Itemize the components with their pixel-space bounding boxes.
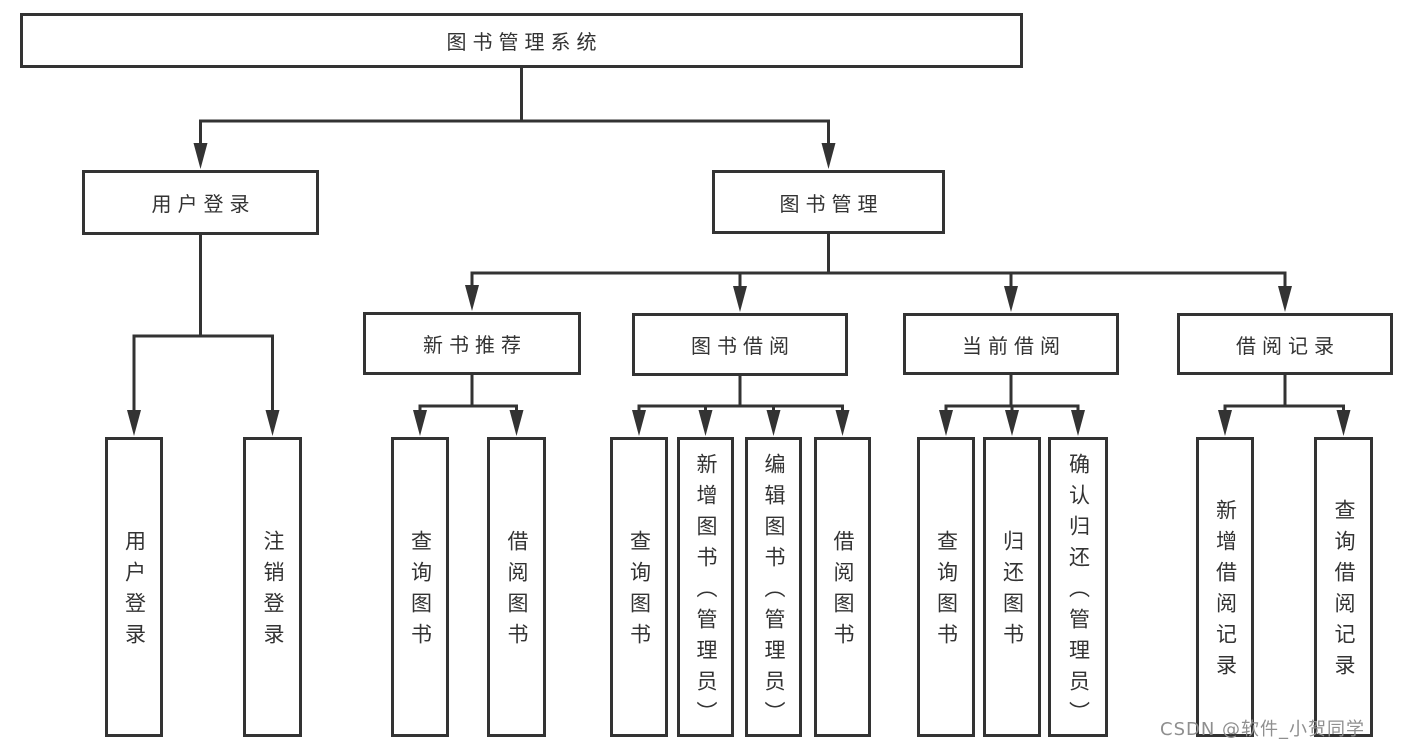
node-book-mgmt: 图书管理 <box>712 170 945 234</box>
node-label-logout: 注销登录 <box>261 530 285 654</box>
node-label-borrow-books-1: 借阅图书 <box>505 530 529 654</box>
node-add-borrow-record: 新增借阅记录 <box>1196 437 1254 737</box>
arrow-down-icon <box>1005 410 1019 436</box>
node-label-current-borrow: 当前借阅 <box>962 333 1066 358</box>
node-label-query-borrow-record: 查询借阅记录 <box>1332 499 1356 685</box>
arrow-down-icon <box>127 410 141 436</box>
node-label-confirm-return: 确认归还（管理员） <box>1066 452 1091 732</box>
node-borrow-records: 借阅记录 <box>1177 313 1393 375</box>
node-label-new-book-rec: 新书推荐 <box>423 333 527 357</box>
arrow-down-icon <box>821 143 836 169</box>
node-label-borrow-books-2: 借阅图书 <box>831 530 855 654</box>
node-edit-books: 编辑图书（管理员） <box>745 437 802 737</box>
node-label-return-books: 归还图书 <box>1000 530 1025 654</box>
node-label-book-mgmt: 图书管理 <box>779 191 884 216</box>
arrow-down-icon <box>509 410 524 436</box>
node-new-book-rec: 新书推荐 <box>363 312 581 375</box>
arrow-down-icon <box>1071 410 1085 436</box>
node-current-borrow: 当前借阅 <box>903 313 1119 375</box>
node-borrow-books-2: 借阅图书 <box>814 437 871 737</box>
node-book-borrow: 图书借阅 <box>632 313 848 376</box>
arrow-down-icon <box>265 410 280 436</box>
node-root: 图书管理系统 <box>20 13 1023 68</box>
arrow-down-icon <box>1004 286 1018 312</box>
node-label-query-books-2: 查询图书 <box>627 530 652 654</box>
node-borrow-books-1: 借阅图书 <box>487 437 546 737</box>
node-label-user-login: 用户登录 <box>151 192 256 216</box>
node-label-edit-books: 编辑图书（管理员） <box>762 452 786 732</box>
arrow-down-icon <box>1336 410 1351 436</box>
node-login: 用户登录 <box>105 437 163 737</box>
node-query-borrow-record: 查询借阅记录 <box>1314 437 1373 737</box>
node-query-books-1: 查询图书 <box>391 437 449 737</box>
node-label-book-borrow: 图书借阅 <box>691 334 795 358</box>
arrow-down-icon <box>698 410 713 436</box>
node-return-books: 归还图书 <box>983 437 1041 737</box>
node-query-books-2: 查询图书 <box>610 437 668 737</box>
node-label-add-borrow-record: 新增借阅记录 <box>1213 499 1238 685</box>
node-label-login: 用户登录 <box>122 530 147 654</box>
csdn-watermark: CSDN @软件_小贺同学 <box>1160 719 1366 740</box>
node-query-books-3: 查询图书 <box>917 437 975 737</box>
node-label-add-books: 新增图书（管理员） <box>694 452 718 732</box>
node-label-query-books-3: 查询图书 <box>934 530 959 654</box>
arrow-down-icon <box>193 143 208 169</box>
arrow-down-icon <box>766 410 781 436</box>
arrow-down-icon <box>1278 286 1292 312</box>
arrow-down-icon <box>733 286 747 312</box>
arrow-down-icon <box>1218 410 1232 436</box>
node-add-books: 新增图书（管理员） <box>677 437 734 737</box>
node-label-borrow-records: 借阅记录 <box>1236 333 1340 358</box>
arrow-down-icon <box>939 410 953 436</box>
arrow-down-icon <box>465 285 479 311</box>
arrow-down-icon <box>835 410 850 436</box>
node-logout: 注销登录 <box>243 437 302 737</box>
arrow-down-icon <box>413 410 427 436</box>
arrow-down-icon <box>632 410 646 436</box>
node-label-query-books-1: 查询图书 <box>408 530 433 654</box>
node-label-root: 图书管理系统 <box>446 30 603 54</box>
node-user-login: 用户登录 <box>82 170 319 235</box>
node-confirm-return: 确认归还（管理员） <box>1048 437 1108 737</box>
